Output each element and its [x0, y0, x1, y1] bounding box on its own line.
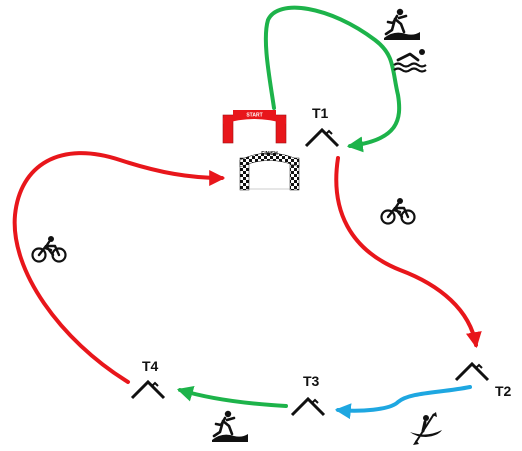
roof-icon: [306, 130, 338, 146]
finish-arch: FINISH: [240, 151, 299, 190]
transition-t2: T2: [456, 364, 512, 399]
leg-bike-t4-finish: [15, 153, 222, 382]
transition-label: T3: [303, 373, 320, 389]
transition-label: T2: [495, 383, 512, 399]
run-icon: [384, 9, 420, 40]
roof-icon: [292, 399, 324, 415]
bike-icon: [33, 236, 66, 262]
swim-icon: [394, 49, 426, 72]
roof-icon: [132, 382, 164, 398]
start-arch: START: [223, 110, 286, 143]
transition-t1: T1: [306, 105, 338, 146]
kayak-icon: [410, 412, 442, 445]
run-icon: [212, 411, 248, 442]
bike-icon: [382, 198, 415, 224]
finish-label: FINISH: [261, 151, 278, 157]
roof-icon: [456, 364, 488, 380]
leg-kayak-t2-t3: [338, 387, 470, 411]
leg-run-t3-t4: [180, 390, 286, 406]
start-label: START: [246, 113, 262, 119]
transition-t3: T3: [292, 373, 324, 415]
leg-bike-t1-t2: [336, 158, 476, 345]
transition-label: T1: [312, 105, 329, 121]
transition-label: T4: [142, 358, 159, 374]
transition-t4: T4: [132, 358, 164, 398]
